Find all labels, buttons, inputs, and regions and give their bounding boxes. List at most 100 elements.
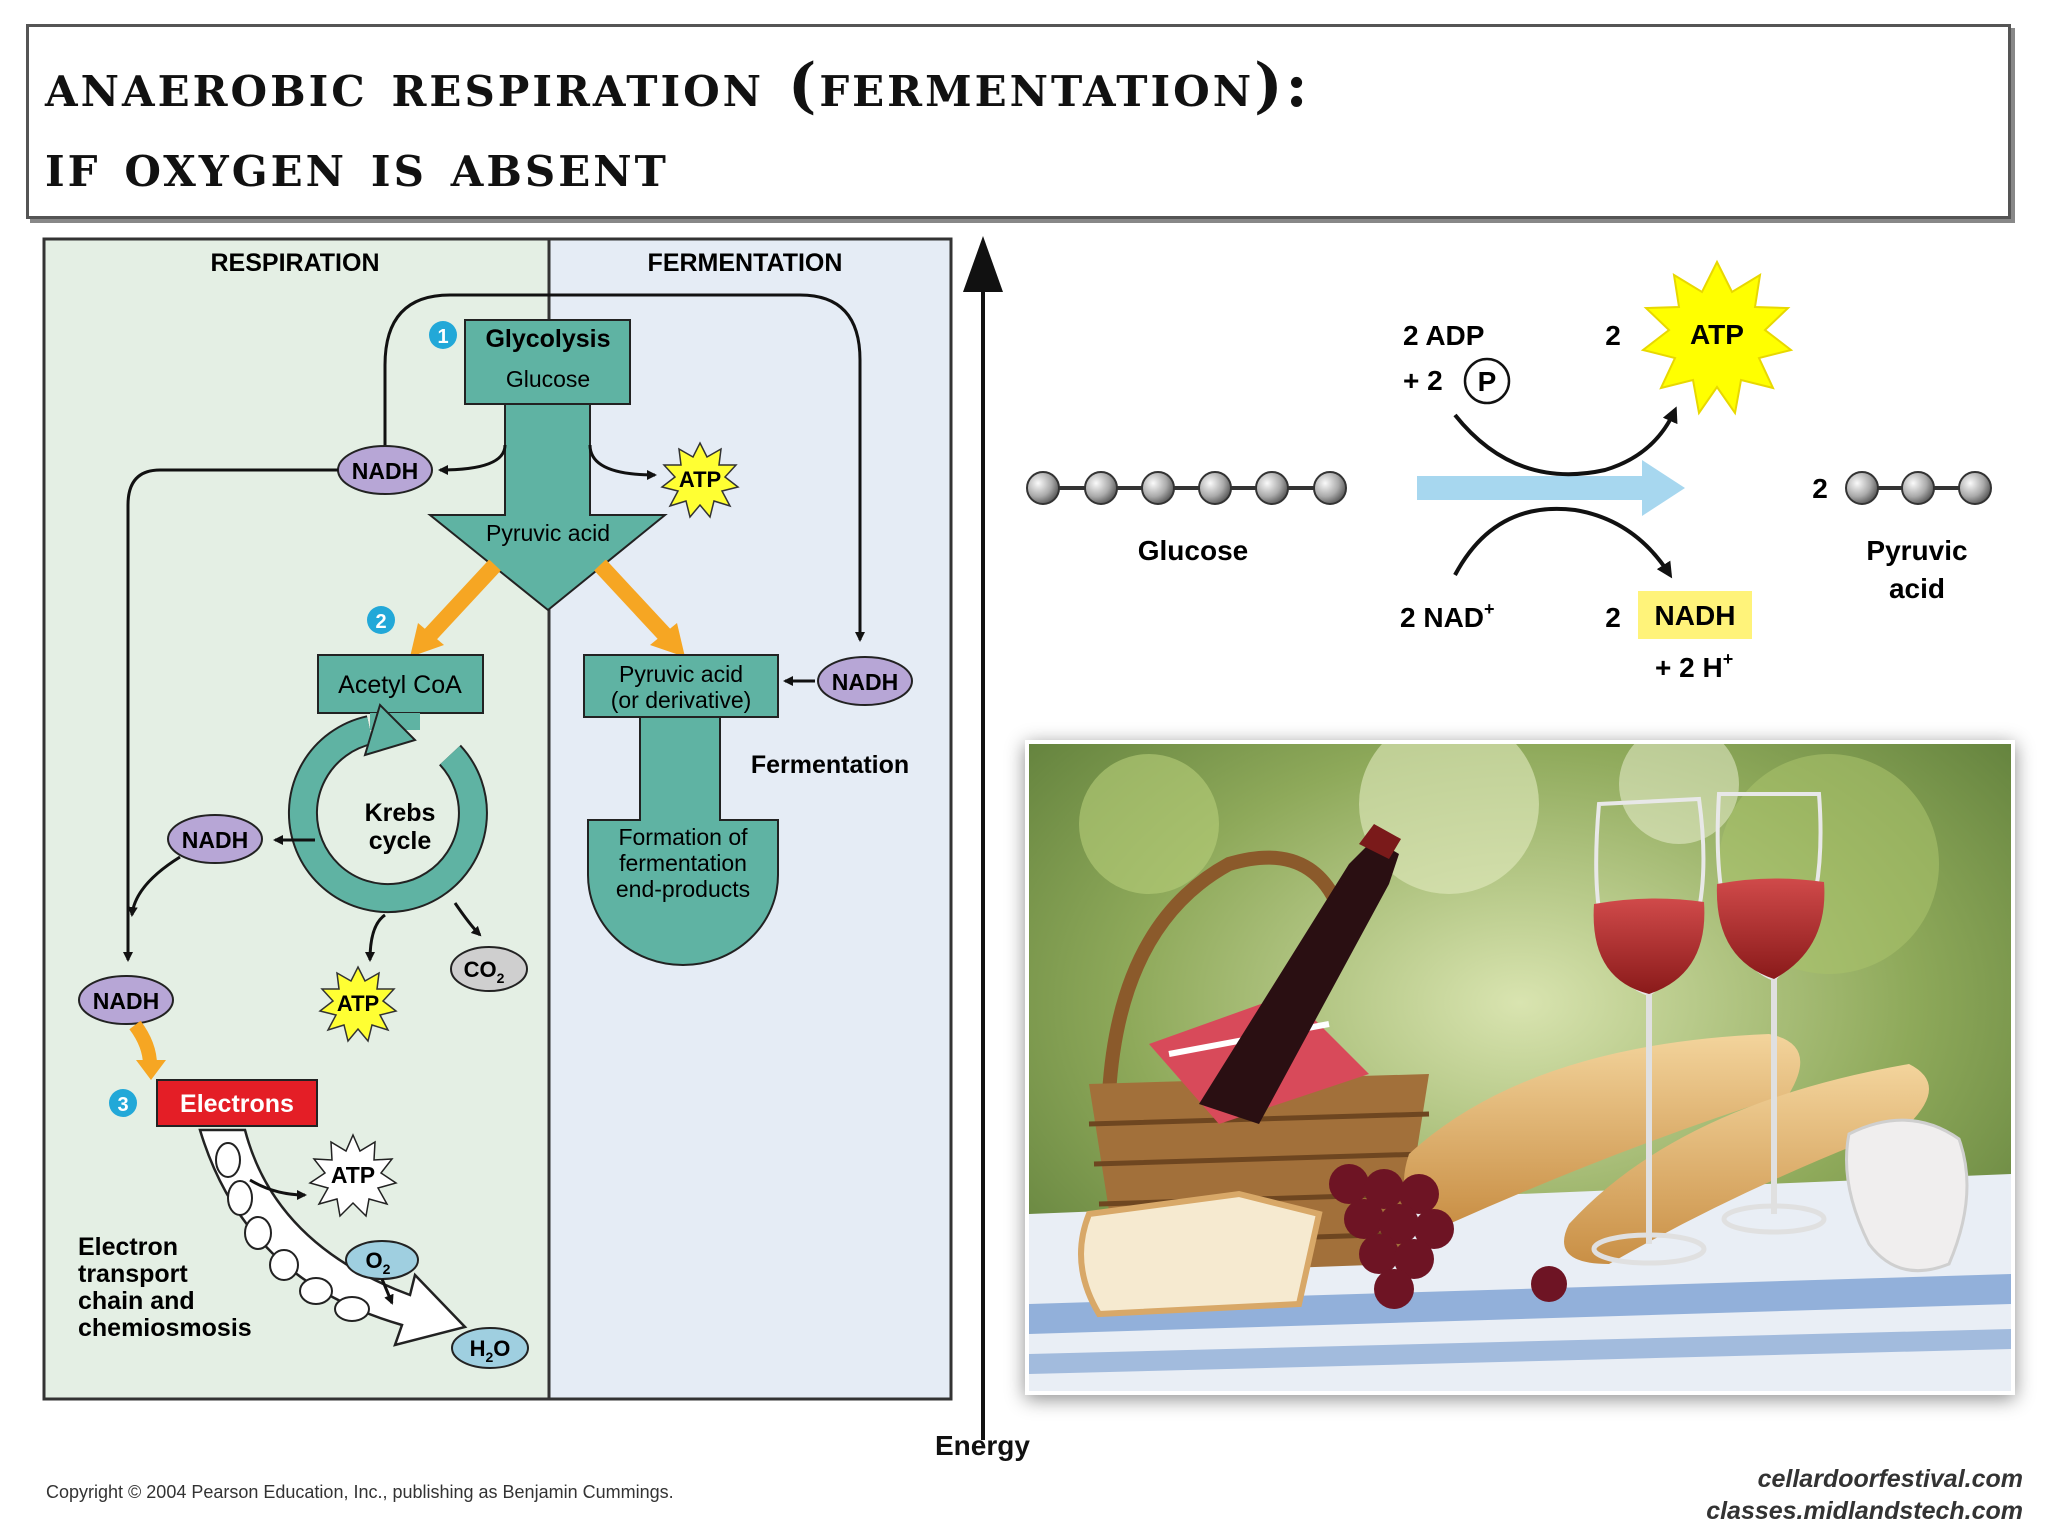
reaction-arrow-body	[1417, 476, 1642, 500]
starburst-icon	[1640, 259, 1794, 416]
pyruvic-deriv-label-1: Pyruvic acid	[619, 661, 743, 687]
pyruvic-deriv-label-2: (or derivative)	[611, 687, 752, 713]
etc-atp-arrow	[249, 1178, 307, 1200]
h2o-label: H2O	[470, 1336, 511, 1365]
glucose-molecule	[1026, 471, 1347, 505]
glucose-label: Glucose	[506, 366, 590, 392]
plus2-label: + 2	[1403, 365, 1443, 396]
electrons-box	[156, 1079, 318, 1127]
fermentation-funnel	[587, 716, 779, 966]
reaction-arrow-head	[1642, 460, 1685, 516]
step3-number: 3	[117, 1094, 128, 1116]
orange-arrow-to-pyruvic-deriv	[594, 559, 671, 641]
step1-number: 1	[437, 326, 448, 348]
title-line-2: If Oxygen Is Absent	[45, 131, 669, 201]
formation-label-3: end-products	[616, 876, 750, 902]
starburst-icon	[660, 441, 740, 519]
photo-illustration	[1029, 744, 2011, 1391]
o2-label: O2	[366, 1248, 391, 1277]
etc-label-4: chemiosmosis	[78, 1314, 252, 1342]
etc-arrow	[198, 1128, 468, 1347]
fermentation-label: FERMENTATION	[648, 249, 843, 277]
h-plus-label: + 2 H+	[1655, 649, 1733, 683]
fermentation-step-label: Fermentation	[751, 751, 909, 779]
etc-carrier	[269, 1249, 299, 1281]
krebs-ring-fill	[289, 717, 486, 912]
pathway-diagram: RESPIRATION FERMENTATION Glycolysis Gluc…	[42, 237, 953, 1401]
starburst-icon	[318, 965, 398, 1043]
h2o-oval	[451, 1327, 529, 1369]
nadh-oval-2	[167, 814, 263, 864]
glycolysis-atp-arrow	[588, 444, 657, 480]
respiration-label: RESPIRATION	[211, 249, 380, 277]
nadh-oval-3	[817, 656, 913, 706]
krebs-label-2: cycle	[369, 827, 432, 855]
glucose-label-right: Glucose	[1138, 535, 1248, 566]
co2-oval	[450, 946, 528, 992]
krebs-atp-arrow	[365, 913, 386, 962]
pyruvic-count-label: 2	[1812, 473, 1828, 504]
energy-axis-lower	[981, 700, 985, 1440]
acetyl-coa-label: Acetyl CoA	[338, 671, 462, 699]
nadh-label-2: NADH	[182, 827, 248, 853]
krebs-arrowhead	[363, 703, 417, 757]
pyruvic-derivative-box	[583, 654, 779, 718]
glycolysis-reaction-diagram: Glucose 2 ADP + 2 P 2 ATP 2 NAD+ 2 NADH …	[963, 236, 1992, 710]
nad-to-nadh-arrow	[1453, 506, 1673, 579]
pyruvic-molecule	[1845, 471, 1992, 505]
pyruvic-acid-label: Pyruvic acid	[486, 520, 610, 546]
step1-badge	[429, 321, 457, 349]
electrons-label: Electrons	[180, 1090, 294, 1118]
orange-arrowhead-1	[410, 623, 444, 657]
etc-carrier	[334, 1296, 370, 1322]
nadh-oval-4	[78, 975, 174, 1025]
o2-arrow	[380, 1278, 394, 1305]
etc-carrier	[244, 1216, 272, 1250]
etc-carrier	[215, 1142, 241, 1178]
orange-arrowhead-3	[136, 1060, 166, 1080]
atp-label-2: ATP	[337, 991, 379, 1016]
picnic-wine-photo	[1025, 740, 2015, 1395]
etc-label-2: transport	[78, 1260, 188, 1288]
nadh-label-4: NADH	[93, 988, 159, 1014]
atp-label-3: ATP	[331, 1162, 375, 1188]
nadh-label-3: NADH	[832, 669, 898, 695]
nadh-count-label: 2	[1605, 602, 1621, 633]
step2-number: 2	[375, 611, 386, 633]
adp-label: 2 ADP	[1403, 320, 1484, 351]
nadh-highlight	[1638, 591, 1752, 639]
glycolysis-nadh-arrow	[438, 444, 507, 475]
nadh-to-etc-arrow	[123, 468, 338, 962]
atp-label-1: ATP	[679, 467, 721, 492]
etc-carrier	[227, 1180, 253, 1216]
energy-label: Energy	[935, 1430, 1030, 1461]
image-credit-1: cellardoorfestival.com	[1757, 1465, 2023, 1493]
nadh-loop-arrow	[383, 293, 865, 642]
copyright-notice: Copyright © 2004 Pearson Education, Inc.…	[46, 1482, 674, 1502]
nad-label: 2 NAD+	[1400, 599, 1495, 633]
nadh-label-1: NADH	[352, 458, 418, 484]
phosphate-label: P	[1478, 366, 1497, 397]
etc-label-3: chain and	[78, 1287, 195, 1315]
krebs-label-1: Krebs	[365, 799, 436, 827]
atp-count-label: 2	[1605, 320, 1621, 351]
formation-label-2: fermentation	[619, 850, 747, 876]
co2-label: CO2	[464, 957, 505, 986]
title-box: Anaerobic Respiration (Fermentation): If…	[26, 24, 2011, 219]
etc-label-1: Electron	[78, 1233, 178, 1261]
formation-label-1: Formation of	[618, 824, 748, 850]
starburst-icon	[308, 1133, 398, 1218]
energy-axis-arrowhead	[963, 236, 1003, 292]
krebs-nadh-down-arrow	[127, 855, 181, 917]
phosphate-circle	[1463, 357, 1511, 405]
step2-badge	[367, 606, 395, 634]
etc-carrier	[299, 1277, 333, 1305]
pyruvic-label-2: acid	[1889, 573, 1945, 604]
krebs-co2-arrow	[453, 902, 482, 937]
acetyl-coa-box	[317, 654, 484, 714]
title-line-1: Anaerobic Respiration (Fermentation):	[45, 51, 1311, 121]
image-credit-2: classes.midlandstech.com	[1706, 1497, 2023, 1525]
pyruvic-label-1: Pyruvic	[1866, 535, 1967, 566]
step3-badge	[109, 1089, 137, 1117]
orange-arrow-to-acetyl	[424, 559, 501, 641]
